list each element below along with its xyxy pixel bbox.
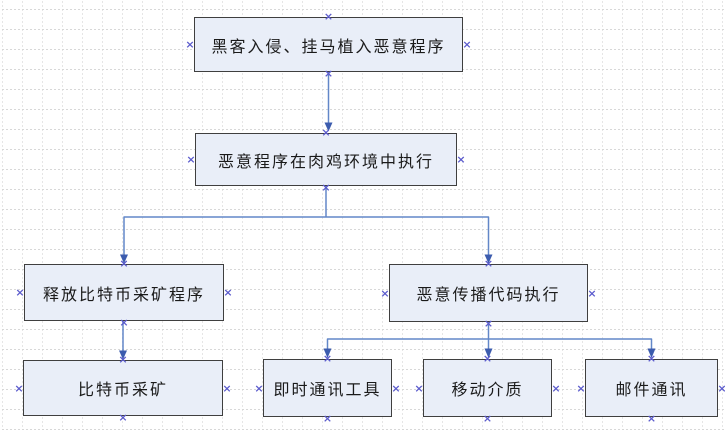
arrowhead-email <box>647 348 656 358</box>
arrowhead-release-mining <box>120 254 128 264</box>
node-label: 即时通讯工具 <box>273 380 382 399</box>
arrowhead-instant-messaging <box>323 348 332 358</box>
node-label: 释放比特币采矿程序 <box>42 284 205 304</box>
node-label: 恶意传播代码执行 <box>416 285 561 304</box>
node-label: 比特币采矿 <box>77 380 168 399</box>
node-instant-messaging[interactable]: × × × × 即时通讯工具 <box>254 353 400 424</box>
connector-propagation-branches[interactable] <box>326 338 653 349</box>
node-bitcoin-mining[interactable]: × × × × 比特币采矿 <box>14 354 231 423</box>
node-hacker-intrusion[interactable]: × × × × 黑客入侵、挂马植入恶意程序 <box>185 11 471 79</box>
arrowhead-bitcoin-mining <box>119 350 127 360</box>
connector-execution-branches[interactable] <box>123 216 490 255</box>
node-release-mining-program[interactable]: × × × × 释放比特币采矿程序 <box>15 258 232 328</box>
arrowhead-execution <box>324 122 333 132</box>
node-label: 邮件通讯 <box>615 380 688 399</box>
arrowhead-propagation <box>484 254 493 264</box>
arrowhead-mobile-media <box>484 348 493 358</box>
node-malicious-propagation[interactable]: × × × × 恶意传播代码执行 <box>380 258 596 329</box>
node-label: 移动介质 <box>451 380 524 399</box>
node-email-communication[interactable]: × × × × 邮件通讯 <box>576 353 725 424</box>
node-mobile-media[interactable]: × × × × 移动介质 <box>414 353 560 424</box>
node-label: 恶意程序在肉鸡环境中执行 <box>217 151 434 171</box>
node-label: 黑客入侵、挂马植入恶意程序 <box>211 36 446 56</box>
node-malware-execution[interactable]: × × × × 恶意程序在肉鸡环境中执行 <box>186 127 465 193</box>
